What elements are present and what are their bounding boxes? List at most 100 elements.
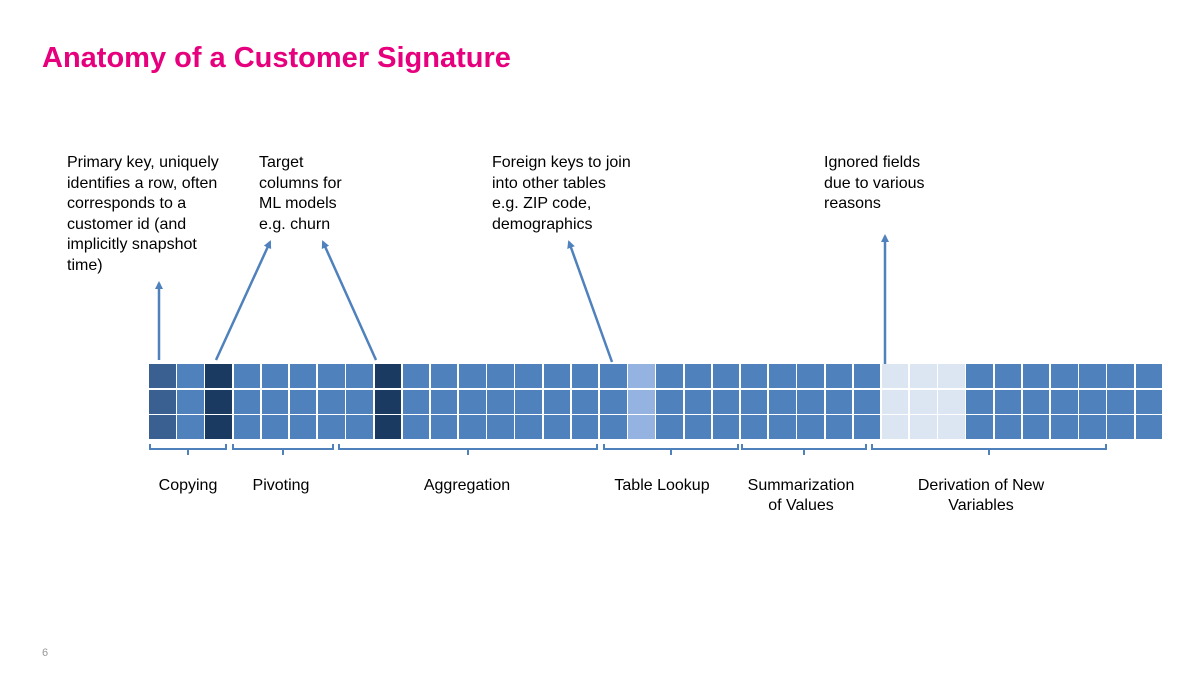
group-label-summarization: Summarization of Values — [736, 476, 866, 516]
grid-cell-normal — [853, 364, 881, 388]
grid-cell-normal — [1051, 415, 1078, 440]
grid-cell-normal — [825, 364, 852, 388]
arrow-target-2 — [321, 240, 378, 361]
brace-pivoting — [232, 444, 334, 455]
grid-cell-normal — [430, 415, 458, 440]
grid-cell-normal — [656, 415, 683, 440]
text-line: e.g. churn — [259, 215, 331, 233]
grid-cell-normal — [966, 415, 993, 440]
text-line: Copying — [158, 477, 218, 494]
text-line: time) — [67, 256, 103, 274]
text-line: corresponds to a — [67, 195, 187, 212]
grid-cell-ignored — [910, 364, 937, 388]
grid-cell-target — [374, 415, 401, 440]
brace-copying — [149, 444, 227, 455]
grid-cell-normal — [1022, 389, 1050, 414]
grid-cell-normal — [430, 389, 458, 414]
grid-cell-normal — [600, 415, 627, 440]
grid-cell-normal — [318, 364, 345, 388]
grid-cell-normal — [430, 364, 458, 388]
grid-cell-normal — [1107, 389, 1134, 414]
text-line: Primary key, uniquely — [67, 154, 219, 171]
grid-cell-normal — [571, 389, 599, 414]
grid-cell-target — [374, 364, 401, 388]
grid-cell-normal — [1135, 389, 1163, 414]
text-line: Ignored fields — [824, 154, 921, 171]
grid-cell-normal — [402, 364, 430, 388]
grid-cell-ignored — [938, 389, 965, 414]
grid-cell-ignored — [938, 364, 965, 388]
grid-cell-target — [205, 364, 232, 388]
grid-cell-normal — [459, 364, 486, 388]
grid-cell-normal — [853, 415, 881, 440]
text-line: columns for — [259, 174, 342, 192]
text-line: Pivoting — [252, 477, 310, 494]
grid-cell-key — [149, 415, 176, 440]
grid-cell-normal — [1051, 364, 1078, 388]
grid-cell-normal — [261, 415, 289, 440]
text-line: into other tables — [492, 174, 606, 192]
text-line: Summarization — [747, 477, 855, 494]
grid-cell-normal — [853, 389, 881, 414]
grid-cell-normal — [797, 364, 824, 388]
grid-cell-normal — [459, 389, 486, 414]
group-label-copying: Copying — [148, 476, 228, 496]
grid-cell-target — [205, 415, 232, 440]
grid-cell-normal — [994, 389, 1022, 414]
grid-cell-normal — [1051, 389, 1078, 414]
grid-cell-foreign — [628, 415, 655, 440]
grid-cell-normal — [177, 415, 204, 440]
grid-cell-normal — [543, 415, 571, 440]
brace-summarization — [741, 444, 867, 455]
text-line: customer id (and — [67, 215, 187, 233]
grid-cell-normal — [1107, 415, 1134, 440]
grid-cell-normal — [487, 364, 514, 388]
grid-cell-normal — [769, 364, 796, 388]
grid-cell-normal — [402, 389, 430, 414]
grid-cell-normal — [712, 389, 740, 414]
text-line: e.g. ZIP code, — [492, 195, 592, 212]
grid-cell-foreign — [628, 389, 655, 414]
grid-cell-normal — [712, 415, 740, 440]
text-line: ML models — [259, 195, 337, 212]
grid-cell-ignored — [910, 415, 937, 440]
grid-cell-normal — [543, 389, 571, 414]
brace-derivation — [871, 444, 1107, 455]
text-line: of Values — [768, 497, 834, 514]
text-line: Variables — [948, 497, 1014, 514]
grid-cell-ignored — [881, 364, 909, 388]
grid-cell-normal — [177, 389, 204, 414]
grid-cell-normal — [233, 389, 261, 414]
grid-cell-ignored — [881, 389, 909, 414]
grid-cell-normal — [1079, 389, 1106, 414]
grid-cell-normal — [740, 415, 768, 440]
group-label-aggregation: Aggregation — [407, 476, 527, 496]
text-line: implicitly snapshot — [67, 236, 197, 253]
grid-cell-normal — [487, 415, 514, 440]
text-line: identifies a row, often — [67, 174, 218, 192]
grid-cell-normal — [797, 389, 824, 414]
grid-cell-normal — [966, 364, 993, 388]
grid-cell-ignored — [881, 415, 909, 440]
grid-cell-normal — [543, 364, 571, 388]
grid-cell-target — [205, 389, 232, 414]
grid-cell-normal — [289, 364, 317, 388]
page-number: 6 — [42, 647, 49, 659]
grid-cell-normal — [966, 389, 993, 414]
grid-cell-normal — [1022, 364, 1050, 388]
grid-cell-ignored — [938, 415, 965, 440]
grid-cell-normal — [402, 415, 430, 440]
grid-cell-target — [374, 389, 401, 414]
arrow-foreign-key — [567, 240, 614, 363]
annotation-primary-key: Primary key, uniquely identifies a row, o… — [67, 153, 247, 276]
brace-table-lookup — [603, 444, 739, 455]
grid-cell-normal — [1022, 415, 1050, 440]
grid-cell-normal — [656, 364, 683, 388]
grid-cell-normal — [825, 389, 852, 414]
grid-cell-normal — [261, 364, 289, 388]
grid-cell-ignored — [910, 389, 937, 414]
grid-cell-normal — [825, 415, 852, 440]
page-title: Anatomy of a Customer Signature — [42, 42, 511, 74]
